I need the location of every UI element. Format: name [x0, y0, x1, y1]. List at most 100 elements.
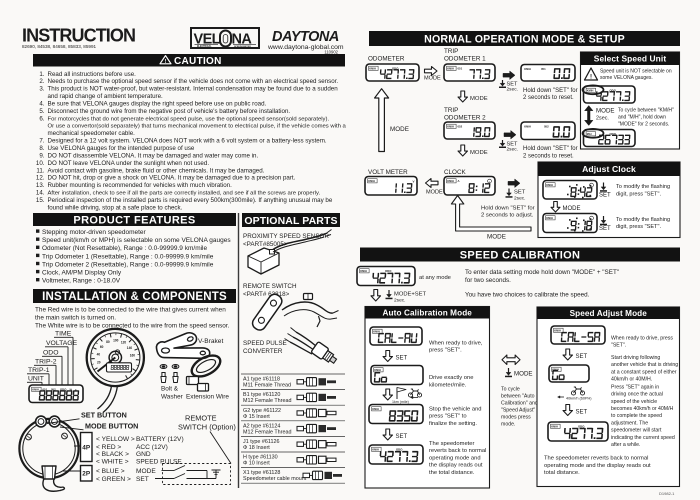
- svg-text:ACC (12V): ACC (12V): [136, 444, 168, 451]
- svg-text:Designed for a 12 volt system.: Designed for a 12 volt system. VELONA do…: [48, 138, 327, 145]
- svg-text:M12 Female Thread: M12 Female Thread: [243, 429, 291, 435]
- svg-text:ODO: ODO: [385, 269, 392, 273]
- svg-text:operating mode and the display: operating mode and the display reads out: [544, 463, 651, 469]
- svg-text:051: 051: [43, 387, 48, 391]
- svg-text:ODOMETER 2: ODOMETER 2: [444, 115, 486, 122]
- svg-text:speed of the vehicle: speed of the vehicle: [611, 399, 657, 405]
- svg-text:indicating the current speed: indicating the current speed: [611, 435, 675, 441]
- svg-text:ODO: ODO: [578, 424, 585, 428]
- svg-text:UNIT: UNIT: [28, 376, 44, 383]
- svg-text:G2 type #61122: G2 type #61122: [243, 408, 281, 414]
- svg-text:Bolt &: Bolt &: [161, 386, 179, 393]
- svg-text:Select Speed Unit: Select Speed Unit: [594, 54, 667, 64]
- svg-text:ODOMETER 1: ODOMETER 1: [444, 56, 486, 63]
- svg-text:ODO: ODO: [392, 66, 399, 70]
- svg-text:13.: 13.: [36, 182, 45, 189]
- svg-text:KM/H: KM/H: [447, 67, 454, 71]
- svg-text:CLOCK: CLOCK: [444, 169, 466, 176]
- svg-text:MODE: MODE: [390, 126, 409, 133]
- svg-text:SPEED PULSE: SPEED PULSE: [136, 459, 182, 466]
- svg-text:Stepping motor-driven speedome: Stepping motor-driven speedometer: [42, 229, 147, 236]
- svg-text:60: 60: [100, 345, 104, 349]
- svg-text:20: 20: [97, 361, 101, 365]
- svg-text:DO NOT leave VELONA under the: DO NOT leave VELONA under the sunlight w…: [48, 160, 210, 167]
- svg-text:Read all instructions before u: Read all instructions before use.: [48, 71, 137, 78]
- svg-text:<PART# 63818>: <PART# 63818>: [243, 291, 290, 298]
- svg-text:KM/H: KM/H: [552, 368, 559, 372]
- svg-text:40: 40: [97, 353, 101, 357]
- svg-text:2sec.: 2sec.: [394, 297, 405, 303]
- svg-text:modes press: modes press: [501, 415, 531, 421]
- svg-text:the main switch is turned on.: the main switch is turned on.: [35, 315, 116, 322]
- svg-text:Trip Odometer 2 (Resettable),: Trip Odometer 2 (Resettable), Range : 0.…: [42, 261, 214, 268]
- svg-text:140: 140: [127, 346, 133, 350]
- svg-text:< GREEN >: < GREEN >: [96, 476, 131, 483]
- svg-text:When ready to drive,: When ready to drive,: [429, 340, 483, 346]
- svg-text:4.: 4.: [39, 100, 44, 107]
- svg-text:MODE: MODE: [514, 371, 533, 378]
- svg-text:another vehicle that is drivin: another vehicle that is driving: [611, 362, 678, 368]
- svg-text:SET BUTTON: SET BUTTON: [81, 411, 127, 420]
- svg-text:REMOTE SWITCH: REMOTE SWITCH: [243, 283, 297, 290]
- svg-text:found while driving, stop at a: found while driving, stop at a safe plac…: [48, 204, 183, 211]
- svg-text:Start driving following: Start driving following: [611, 355, 660, 361]
- svg-text:82690, 84538, 84658, 85833, 85: 82690, 84538, 84658, 85833, 85991: [22, 44, 97, 49]
- svg-text:Odometer (Not Resettable), Ran: Odometer (Not Resettable), Range : 0.0-9…: [42, 245, 207, 252]
- svg-text:KM/H: KM/H: [368, 179, 375, 183]
- svg-text:D1982-1: D1982-1: [659, 491, 675, 496]
- svg-text:TRIP: TRIP: [444, 48, 458, 55]
- svg-text:Speed unit(km/h or MPH) is sel: Speed unit(km/h or MPH) is selectable on…: [42, 237, 231, 244]
- svg-text:4P: 4P: [82, 445, 91, 452]
- svg-text:operating mode and: operating mode and: [429, 455, 481, 461]
- svg-text:The White wire is to be connec: The White wire is to be connected to the…: [35, 323, 230, 330]
- svg-text:SPEED CALIBRATION: SPEED CALIBRATION: [460, 249, 580, 261]
- svg-text:2sec.: 2sec.: [507, 87, 518, 93]
- svg-text:To enter data setting mode hol: To enter data setting mode hold down "MO…: [465, 269, 619, 276]
- svg-text:052: 052: [51, 387, 56, 391]
- svg-text:14.: 14.: [36, 190, 45, 197]
- svg-text:"SET".: "SET".: [611, 343, 626, 349]
- svg-text:INSTRUCTION: INSTRUCTION: [22, 26, 135, 46]
- svg-text:TIME: TIME: [55, 331, 72, 338]
- svg-text:8.: 8.: [39, 145, 44, 152]
- svg-text:DAYTONA: DAYTONA: [272, 29, 339, 45]
- svg-text:Washer: Washer: [161, 394, 184, 401]
- svg-text:mechanical speedometer cable.: mechanical speedometer cable.: [48, 130, 136, 137]
- svg-text:Speedometer cable mount: Speedometer cable mount: [243, 476, 307, 482]
- svg-text:KM/H: KM/H: [587, 89, 594, 93]
- svg-text:SPEEDOMETER: SPEEDOMETER: [234, 46, 251, 48]
- svg-text:Speed Adjust Mode: Speed Adjust Mode: [570, 309, 648, 318]
- svg-text:Avoid contact with gasoline, b: Avoid contact with gasoline, brake fluid…: [48, 167, 265, 174]
- svg-text:%: %: [70, 387, 73, 391]
- svg-text:M11 Female Thread: M11 Female Thread: [243, 383, 291, 389]
- svg-text:KM/H: KM/H: [524, 125, 531, 129]
- svg-text:KM/H: KM/H: [551, 425, 558, 429]
- svg-text:Φ 18 Insert: Φ 18 Insert: [243, 445, 270, 451]
- svg-text:To cycle: To cycle: [501, 387, 520, 393]
- svg-text:ELECTRICAL: ELECTRICAL: [197, 45, 212, 48]
- svg-text:KM/H: KM/H: [360, 269, 367, 273]
- svg-text:SET: SET: [599, 193, 611, 199]
- svg-text:SPEED PULSE: SPEED PULSE: [243, 340, 287, 347]
- svg-text:40km/h or 40M/H.: 40km/h or 40M/H.: [611, 377, 652, 383]
- svg-text:<PART#85005>: <PART#85005>: [243, 241, 288, 248]
- svg-text:For motorcycles that do not ge: For motorcycles that do not generate ele…: [48, 116, 330, 122]
- svg-text:To cycle between "KM/H": To cycle between "KM/H": [618, 107, 674, 113]
- svg-text:Speed unit is NOT selectable o: Speed unit is NOT selectable on: [600, 68, 672, 74]
- svg-text:GND: GND: [136, 451, 151, 458]
- svg-text:A: A: [458, 179, 460, 183]
- svg-text:NA: NA: [232, 32, 253, 48]
- svg-text:Adjust Clock: Adjust Clock: [582, 164, 636, 174]
- svg-text:PRODUCT FEATURES: PRODUCT FEATURES: [73, 214, 195, 226]
- svg-text:becomes 40km/h or 40M/H: becomes 40km/h or 40M/H: [611, 406, 674, 412]
- svg-text:11.: 11.: [36, 167, 44, 174]
- svg-text:TRIP-1: TRIP-1: [28, 367, 50, 374]
- svg-text:press "SET" to: press "SET" to: [429, 414, 467, 420]
- svg-text:B1 type #61120: B1 type #61120: [243, 392, 280, 398]
- svg-text:"Speed Adjust": "Speed Adjust": [501, 408, 535, 414]
- svg-text:2.: 2.: [39, 78, 44, 85]
- svg-text:SET: SET: [396, 356, 408, 362]
- svg-text:SET: SET: [136, 476, 149, 483]
- svg-text:SET: SET: [514, 190, 526, 196]
- svg-text:2sec.: 2sec.: [507, 147, 518, 153]
